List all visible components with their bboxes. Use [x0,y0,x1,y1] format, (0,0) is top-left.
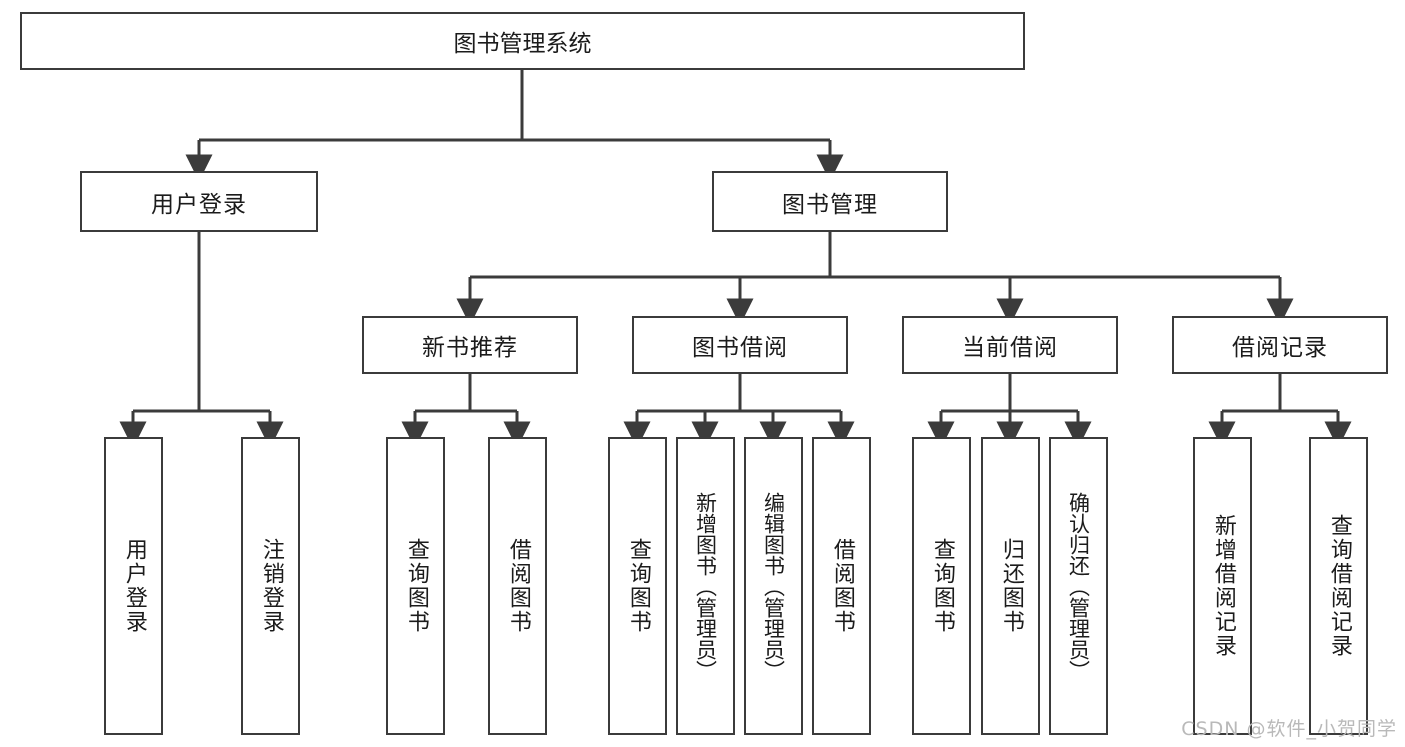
node-leaf-edit-book-label: 编辑图书（管理员） [761,491,786,681]
node-new-book-recommend-label: 新书推荐 [422,335,518,361]
node-leaf-user-login[interactable]: 用户登录 [104,437,163,735]
node-leaf-borrow-book-2[interactable]: 借阅图书 [812,437,871,735]
node-leaf-add-record[interactable]: 新增借阅记录 [1193,437,1252,735]
node-leaf-add-book-label: 新增图书（管理员） [693,491,718,681]
node-leaf-query-book-2[interactable]: 查询图书 [608,437,667,735]
node-root[interactable]: 图书管理系统 [20,12,1025,70]
node-leaf-query-book-1[interactable]: 查询图书 [386,437,445,735]
node-leaf-add-book[interactable]: 新增图书（管理员） [676,437,735,735]
node-leaf-borrow-book-2-label: 借阅图书 [829,538,855,634]
watermark: CSDN @软件_小贺同学 [1181,718,1397,740]
node-current-borrow[interactable]: 当前借阅 [902,316,1118,374]
node-new-book-recommend[interactable]: 新书推荐 [362,316,578,374]
node-user-login[interactable]: 用户登录 [80,171,318,232]
node-leaf-confirm-return[interactable]: 确认归还（管理员） [1049,437,1108,735]
node-borrow-record[interactable]: 借阅记录 [1172,316,1388,374]
node-book-borrow[interactable]: 图书借阅 [632,316,848,374]
node-leaf-confirm-return-label: 确认归还（管理员） [1066,491,1091,681]
node-leaf-edit-book[interactable]: 编辑图书（管理员） [744,437,803,735]
node-leaf-return-book[interactable]: 归还图书 [981,437,1040,735]
node-leaf-user-login-label: 用户登录 [121,538,147,634]
node-leaf-query-record[interactable]: 查询借阅记录 [1309,437,1368,735]
node-root-label: 图书管理系统 [453,31,592,57]
node-borrow-record-label: 借阅记录 [1232,335,1328,361]
node-leaf-query-book-1-label: 查询图书 [403,538,429,634]
node-leaf-user-logout[interactable]: 注销登录 [241,437,300,735]
node-leaf-borrow-book-1[interactable]: 借阅图书 [488,437,547,735]
node-user-login-label: 用户登录 [151,191,247,218]
node-leaf-query-book-3[interactable]: 查询图书 [912,437,971,735]
node-leaf-query-book-3-label: 查询图书 [929,538,955,634]
node-leaf-add-record-label: 新增借阅记录 [1210,514,1236,658]
node-leaf-return-book-label: 归还图书 [998,538,1024,634]
node-leaf-query-record-label: 查询借阅记录 [1326,514,1352,658]
node-leaf-borrow-book-1-label: 借阅图书 [505,538,531,634]
node-current-borrow-label: 当前借阅 [962,335,1058,361]
node-leaf-user-logout-label: 注销登录 [258,538,284,634]
node-leaf-query-book-2-label: 查询图书 [625,538,651,634]
node-book-borrow-label: 图书借阅 [692,335,788,361]
node-book-management[interactable]: 图书管理 [712,171,948,232]
node-book-management-label: 图书管理 [782,191,878,218]
